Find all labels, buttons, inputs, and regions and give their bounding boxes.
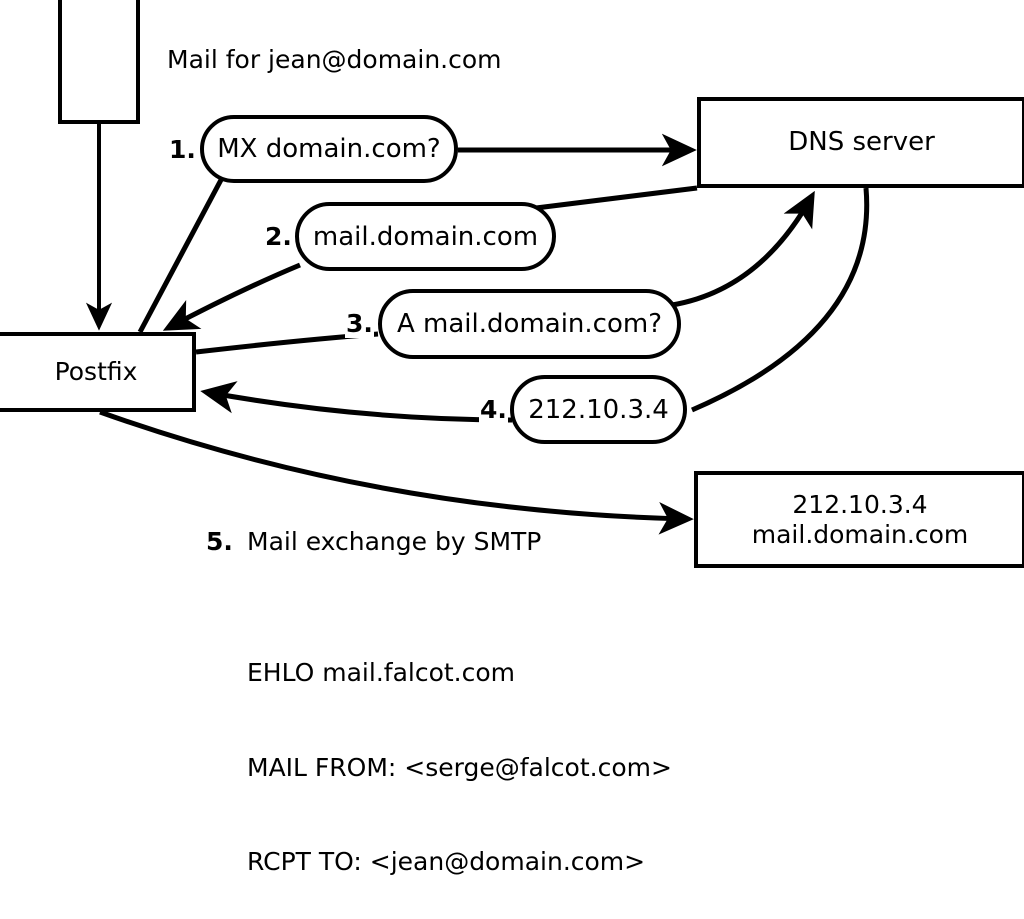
message-bubble-a-answer: 212.10.3.4 [510,375,687,444]
step-number-2: 2. [264,222,293,251]
edge-postfix-to-step1 [137,176,225,334]
edge-postfix-to-target [99,409,694,535]
target-hostname-label: mail.domain.com [751,519,969,549]
message-bubble-mx-answer: mail.domain.com [295,202,556,271]
message-bubble-a-answer-label: 212.10.3.4 [528,394,669,425]
smtp-transcript: EHLO mail.falcot.com MAIL FROM: <serge@f… [247,594,672,919]
postfix-box: Postfix [0,332,196,412]
message-bubble-a-query-label: A mail.domain.com? [397,309,662,339]
edge-step4-to-postfix [200,381,513,423]
message-bubble-a-query: A mail.domain.com? [378,289,681,359]
step-number-3: 3. [345,309,374,338]
postfix-box-label: Postfix [54,357,138,387]
target-mail-server-box: 212.10.3.4 mail.domain.com [694,471,1024,568]
message-bubble-mx-query: MX domain.com? [200,115,458,183]
client-box [58,0,140,124]
message-bubble-mx-query-label: MX domain.com? [217,134,441,164]
edge-step3-to-dns [671,190,815,308]
smtp-line: MAIL FROM: <serge@falcot.com> [247,752,672,782]
edge-dns-to-step2 [535,185,698,211]
message-bubble-mx-answer-label: mail.domain.com [312,221,539,252]
edge-step2-to-postfix [162,262,301,331]
edge-dns-to-step4 [691,187,870,413]
step-5-label: Mail exchange by SMTP [247,527,542,556]
smtp-line: RCPT TO: <jean@domain.com> [247,847,646,876]
smtp-line: EHLO mail.falcot.com [247,658,516,687]
dns-server-box: DNS server [697,97,1024,188]
mail-for-label: Mail for jean@domain.com [167,45,502,74]
step-number-1: 1. [168,135,197,164]
step-number-4: 4. [479,395,508,424]
target-ip-label: 212.10.3.4 [792,490,928,519]
step-number-5: 5. [205,527,234,556]
dns-server-label: DNS server [788,127,935,158]
